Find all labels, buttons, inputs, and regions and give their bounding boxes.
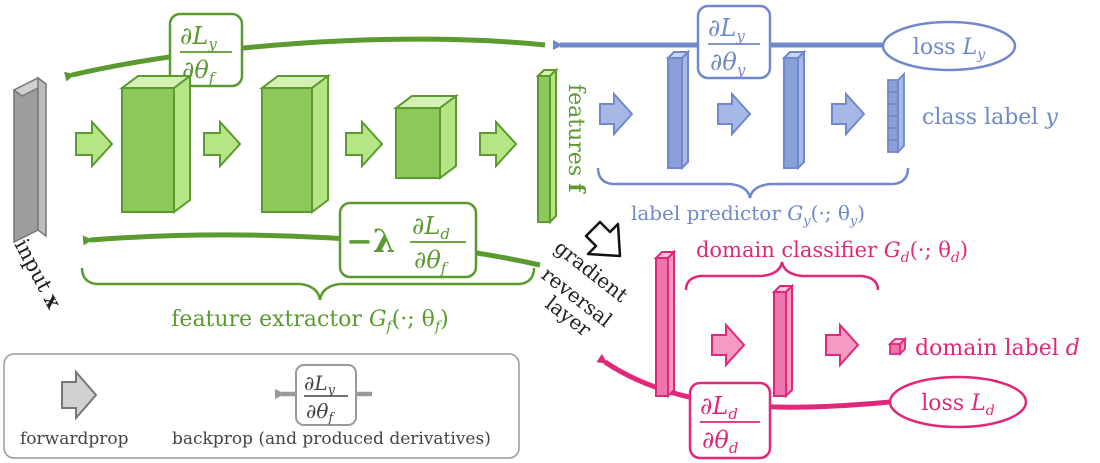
deriv-den: ∂θ — [710, 48, 737, 76]
deriv-prefix: −λ — [346, 222, 395, 260]
loss-d-ellipse: loss Ld — [888, 375, 1028, 429]
loss-y-ellipse: loss Ly — [881, 20, 1017, 72]
deriv-den-sub: y — [736, 61, 746, 79]
loss-label: loss — [921, 391, 964, 416]
domain-label-text: domain label d — [915, 336, 1080, 361]
deriv-num-sub: d — [440, 225, 450, 243]
loss-label: loss — [913, 35, 956, 60]
deriv-num-sub: y — [207, 35, 217, 53]
forward-arrow — [75, 119, 114, 169]
svg-text:∂Ly: ∂Ly — [180, 22, 217, 53]
legend: forwardprop ∂Ly ∂θf backprop (and produc… — [3, 353, 520, 459]
label-predictor-label: label predictor Gy(·; θy) — [631, 201, 865, 229]
input-label: input x — [10, 235, 67, 313]
forward-arrow — [831, 91, 866, 137]
class-label-text: class label y — [922, 105, 1058, 130]
deriv-num: ∂L — [700, 392, 728, 420]
forward-arrow — [345, 119, 384, 169]
loss-var: L — [970, 391, 986, 416]
deriv-num-sub: d — [728, 405, 738, 423]
features-layer — [535, 67, 559, 225]
domain-classifier-label: domain classifier Gd(·; θd) — [696, 238, 968, 266]
svg-text:∂θf: ∂θf — [414, 246, 449, 277]
forward-arrow — [599, 91, 634, 137]
backprop-arrow-top — [64, 36, 546, 82]
conv-block-2 — [259, 74, 331, 214]
forward-arrow — [203, 119, 242, 169]
svg-text:∂θd: ∂θd — [702, 426, 738, 457]
deriv-den: ∂θ — [702, 426, 729, 454]
svg-text:∂Ld: ∂Ld — [700, 392, 738, 423]
domain-classifier-layer-1 — [653, 249, 677, 399]
input-layer — [12, 76, 48, 244]
svg-text:∂θf: ∂θf — [306, 399, 335, 426]
legend-derivative: ∂Ly ∂θf — [304, 371, 348, 426]
svg-text:∂Ld: ∂Ld — [412, 212, 450, 243]
feature-extractor-brace — [80, 267, 536, 301]
loss-sub: d — [986, 403, 995, 419]
svg-text:loss Ly: loss Ly — [913, 35, 986, 63]
class-label-output — [887, 71, 905, 155]
forward-arrow — [825, 322, 860, 368]
features-label: features f — [563, 84, 589, 194]
svg-text:loss Ld: loss Ld — [921, 391, 994, 419]
deriv-num: ∂L — [708, 14, 736, 42]
backprop-arrow-grl — [82, 232, 541, 268]
forwardprop-icon — [61, 369, 98, 421]
loss-sub: y — [976, 47, 986, 63]
deriv-den-sub: d — [729, 439, 739, 457]
label-predictor-layer-2 — [781, 49, 807, 171]
domain-classifier-brace — [684, 261, 880, 291]
deriv-den-sub: f — [440, 259, 449, 277]
grl-arrow-icon — [584, 220, 622, 258]
forward-arrow — [479, 119, 518, 169]
feature-extractor-label: feature extractor Gf(·; θf) — [171, 307, 448, 335]
label-predictor-brace — [596, 167, 910, 199]
forward-arrow — [717, 91, 752, 137]
derivative-box-domain: ∂Ld ∂θd — [688, 381, 772, 460]
legend-backward-label: backprop (and produced derivatives) — [172, 429, 491, 449]
deriv-den: ∂θ — [414, 246, 441, 274]
svg-text:∂Ly: ∂Ly — [304, 371, 336, 398]
deriv-num: ∂L — [180, 22, 208, 50]
domain-classifier-layer-2 — [771, 283, 795, 399]
deriv-den-sub: f — [208, 69, 217, 87]
svg-text:∂θy: ∂θy — [710, 48, 746, 79]
svg-text:∂Ly: ∂Ly — [708, 14, 745, 45]
loss-var: L — [962, 35, 978, 60]
domain-label-output — [887, 336, 908, 357]
derivative-box-label-predictor: ∂Ly ∂θy — [696, 4, 772, 80]
conv-block-1 — [119, 74, 193, 214]
derivative-box-grl: −λ ∂Ld ∂θf — [338, 201, 478, 279]
conv-block-3 — [393, 94, 459, 180]
label-predictor-layer-1 — [665, 49, 691, 171]
legend-forward-label: forwardprop — [20, 429, 129, 449]
deriv-num-sub: y — [735, 27, 745, 45]
deriv-num: ∂L — [412, 212, 440, 240]
forward-arrow — [711, 322, 746, 368]
